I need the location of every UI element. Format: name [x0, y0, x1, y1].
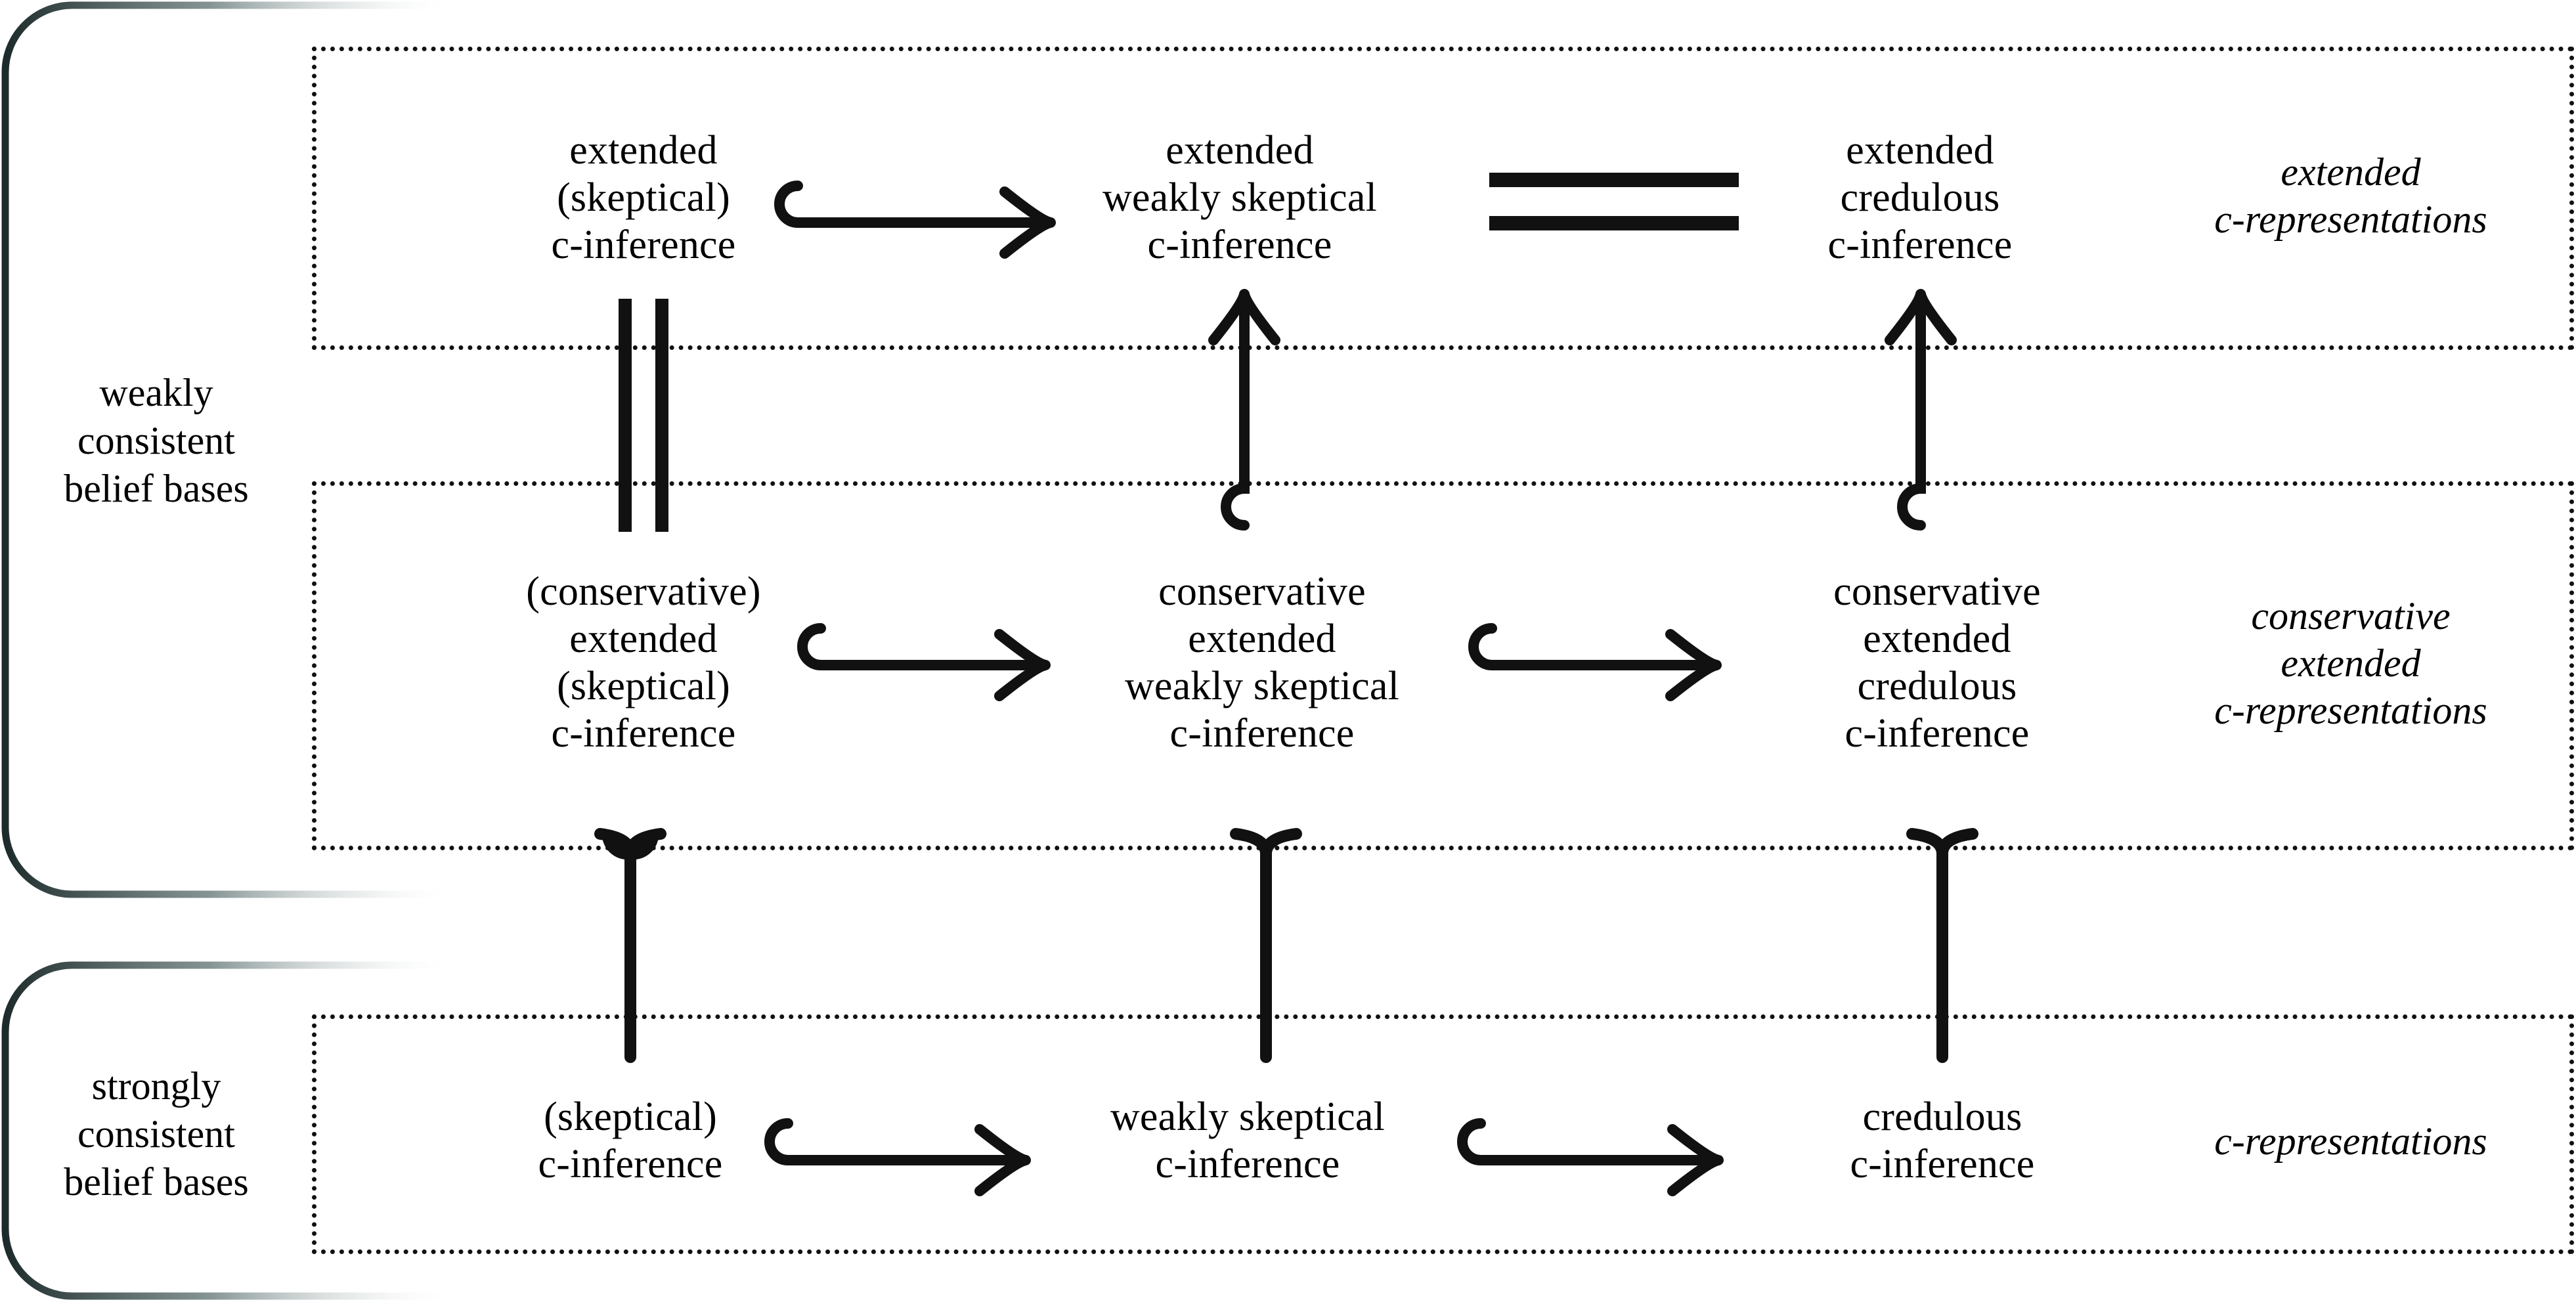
side-label-line: belief bases: [64, 467, 249, 511]
node-conservative-extended-skeptical-c-inference[interactable]: (conservative) extended (skeptical) c-in…: [526, 569, 760, 758]
caption-line: extended: [2281, 641, 2421, 685]
node-line: c-inference: [1169, 710, 1355, 756]
node-conservative-extended-credulous-c-inference[interactable]: conservative extended credulous c-infere…: [1833, 569, 2041, 758]
group-caption-c-representations: c-representations: [2214, 1118, 2487, 1165]
node-line: extended: [1863, 617, 2011, 662]
node-line: c-inference: [538, 1142, 723, 1186]
side-label-strongly-consistent: strongly consistent belief bases: [64, 1062, 249, 1207]
node-skeptical-c-inference[interactable]: (skeptical) c-inference: [538, 1094, 723, 1188]
node-extended-skeptical-c-inference[interactable]: extended (skeptical) c-inference: [552, 127, 736, 269]
node-line: weakly skeptical: [1102, 175, 1378, 221]
node-line: c-inference: [551, 710, 736, 756]
node-line: extended: [1846, 128, 1994, 173]
node-line: c-inference: [1827, 222, 2013, 267]
caption-line: c-representations: [2214, 689, 2487, 732]
caption-line: conservative: [2251, 594, 2451, 638]
side-label-line: consistent: [77, 419, 235, 463]
side-label-line: belief bases: [64, 1160, 249, 1204]
node-line: extended: [569, 128, 718, 173]
side-label-line: weakly: [99, 371, 213, 415]
node-extended-weakly-skeptical-c-inference[interactable]: extended weakly skeptical c-inference: [1102, 127, 1377, 269]
node-line: (skeptical): [544, 1095, 717, 1140]
group-caption-extended-c-representations: extended c-representations: [2214, 148, 2487, 243]
group-caption-conservative-extended-c-representations: conservative extended c-representations: [2214, 592, 2487, 734]
node-weakly-skeptical-c-inference[interactable]: weakly skeptical c-inference: [1110, 1094, 1385, 1188]
side-label-line: consistent: [77, 1112, 235, 1156]
side-label-weakly-consistent: weakly consistent belief bases: [64, 369, 249, 513]
node-line: (skeptical): [557, 175, 730, 221]
node-line: extended: [1188, 617, 1336, 662]
caption-line: extended: [2281, 150, 2421, 194]
node-line: c-inference: [551, 222, 736, 267]
node-line: weakly skeptical: [1110, 1095, 1386, 1140]
node-line: c-inference: [1155, 1142, 1340, 1186]
caption-line: c-representations: [2214, 1119, 2487, 1163]
node-line: c-inference: [1845, 710, 2030, 756]
caption-line: c-representations: [2214, 198, 2487, 241]
node-conservative-extended-weakly-skeptical-c-inference[interactable]: conservative extended weakly skeptical c…: [1125, 569, 1399, 758]
node-line: conservative: [1158, 569, 1366, 615]
node-line: (skeptical): [557, 664, 730, 708]
node-line: credulous: [1840, 175, 2000, 221]
node-line: conservative: [1833, 569, 2041, 615]
node-line: credulous: [1862, 1095, 2022, 1140]
node-line: weakly skeptical: [1124, 664, 1400, 708]
node-line: c-inference: [1147, 222, 1332, 267]
node-line: c-inference: [1850, 1142, 2035, 1186]
group-box-conservative-extended: [312, 481, 2574, 850]
node-line: extended: [569, 617, 718, 662]
node-line: (conservative): [526, 569, 761, 615]
side-label-line: strongly: [91, 1064, 221, 1108]
node-credulous-c-inference[interactable]: credulous c-inference: [1850, 1094, 2035, 1188]
group-box-c-representations: [312, 1014, 2574, 1254]
node-line: extended: [1166, 128, 1314, 173]
group-box-extended: [312, 47, 2574, 350]
node-extended-credulous-c-inference[interactable]: extended credulous c-inference: [1828, 127, 2013, 269]
node-line: credulous: [1857, 664, 2017, 708]
